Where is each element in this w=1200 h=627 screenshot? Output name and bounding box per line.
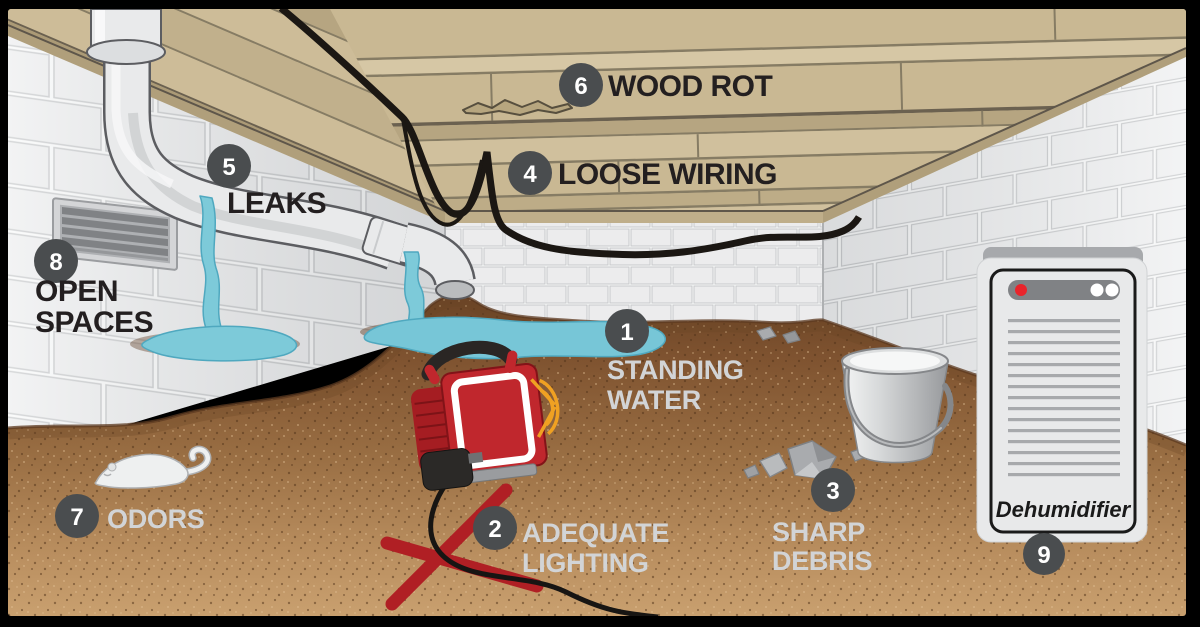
- svg-text:5: 5: [222, 154, 235, 181]
- work-light: [380, 340, 659, 616]
- svg-text:4: 4: [523, 161, 537, 188]
- svg-text:WATER: WATER: [607, 385, 701, 415]
- work-light-lens-frame: [450, 371, 536, 469]
- callout-standing-water: 1 STANDING WATER: [605, 309, 744, 415]
- svg-text:8: 8: [49, 249, 62, 276]
- badge-circle: [473, 506, 517, 550]
- leak-pool-left: [141, 325, 298, 362]
- callout-odors: 7 ODORS: [55, 494, 205, 538]
- svg-text:3: 3: [826, 478, 839, 505]
- svg-text:9: 9: [1037, 542, 1050, 569]
- bucket: [841, 347, 954, 464]
- svg-text:SHARP: SHARP: [772, 517, 865, 547]
- badge-circle: [34, 239, 78, 283]
- svg-text:DEBRIS: DEBRIS: [772, 546, 872, 576]
- badge-circle: [559, 63, 603, 107]
- badge-circle: [207, 144, 251, 188]
- svg-text:WOOD ROT: WOOD ROT: [608, 70, 772, 103]
- svg-text:ODORS: ODORS: [107, 504, 205, 534]
- power-cord: [428, 474, 659, 616]
- callout-wood-rot: 6 WOOD ROT: [559, 63, 773, 107]
- work-light-cage: [530, 378, 560, 438]
- control-button: [1090, 283, 1104, 297]
- callout-adequate-lighting: 2 ADEQUATE LIGHTING: [473, 506, 669, 578]
- svg-text:1: 1: [620, 319, 633, 346]
- callout-dehumidifier: 9: [1023, 533, 1065, 575]
- callout-open-spaces: 8 OPEN SPACES: [34, 239, 154, 339]
- pipe-opening: [435, 280, 475, 300]
- sharp-debris-rocks: [743, 326, 867, 480]
- dehumidifier-vents: [1008, 313, 1120, 481]
- dehumidifier-label: Dehumidifier: [996, 497, 1132, 522]
- loose-wires: [278, 9, 863, 259]
- pvc-pipe: [86, 9, 476, 300]
- badge-circle: [605, 309, 649, 353]
- svg-text:OPEN: OPEN: [35, 275, 118, 308]
- badge-circle: [1023, 533, 1065, 575]
- svg-text:SPACES: SPACES: [35, 306, 153, 339]
- svg-text:2: 2: [488, 516, 501, 543]
- svg-text:7: 7: [70, 504, 83, 531]
- dehumidifier-control-bar: [1008, 280, 1120, 300]
- water: [130, 195, 666, 362]
- callout-sharp-debris: 3 SHARP DEBRIS: [772, 468, 873, 576]
- badge-circle: [508, 151, 552, 195]
- svg-text:6: 6: [574, 73, 587, 100]
- svg-text:ADEQUATE: ADEQUATE: [522, 518, 669, 548]
- svg-text:LEAKS: LEAKS: [227, 187, 326, 220]
- control-button: [1105, 283, 1119, 297]
- callout-leaks: 5 LEAKS: [207, 144, 327, 220]
- dehumidifier-unit: Dehumidifier: [976, 247, 1148, 543]
- wood-rot-crack: [462, 99, 573, 116]
- standing-water-puddle: [363, 316, 666, 360]
- badge-circle: [811, 468, 855, 512]
- svg-text:LOOSE WIRING: LOOSE WIRING: [558, 158, 777, 191]
- badge-circle: [55, 494, 99, 538]
- power-indicator-light: [1015, 284, 1027, 296]
- svg-text:STANDING: STANDING: [607, 355, 744, 385]
- svg-text:LIGHTING: LIGHTING: [522, 548, 649, 578]
- dead-rat: [94, 445, 212, 489]
- callout-loose-wiring: 4 LOOSE WIRING: [508, 151, 778, 195]
- foundation-vent: [52, 197, 178, 271]
